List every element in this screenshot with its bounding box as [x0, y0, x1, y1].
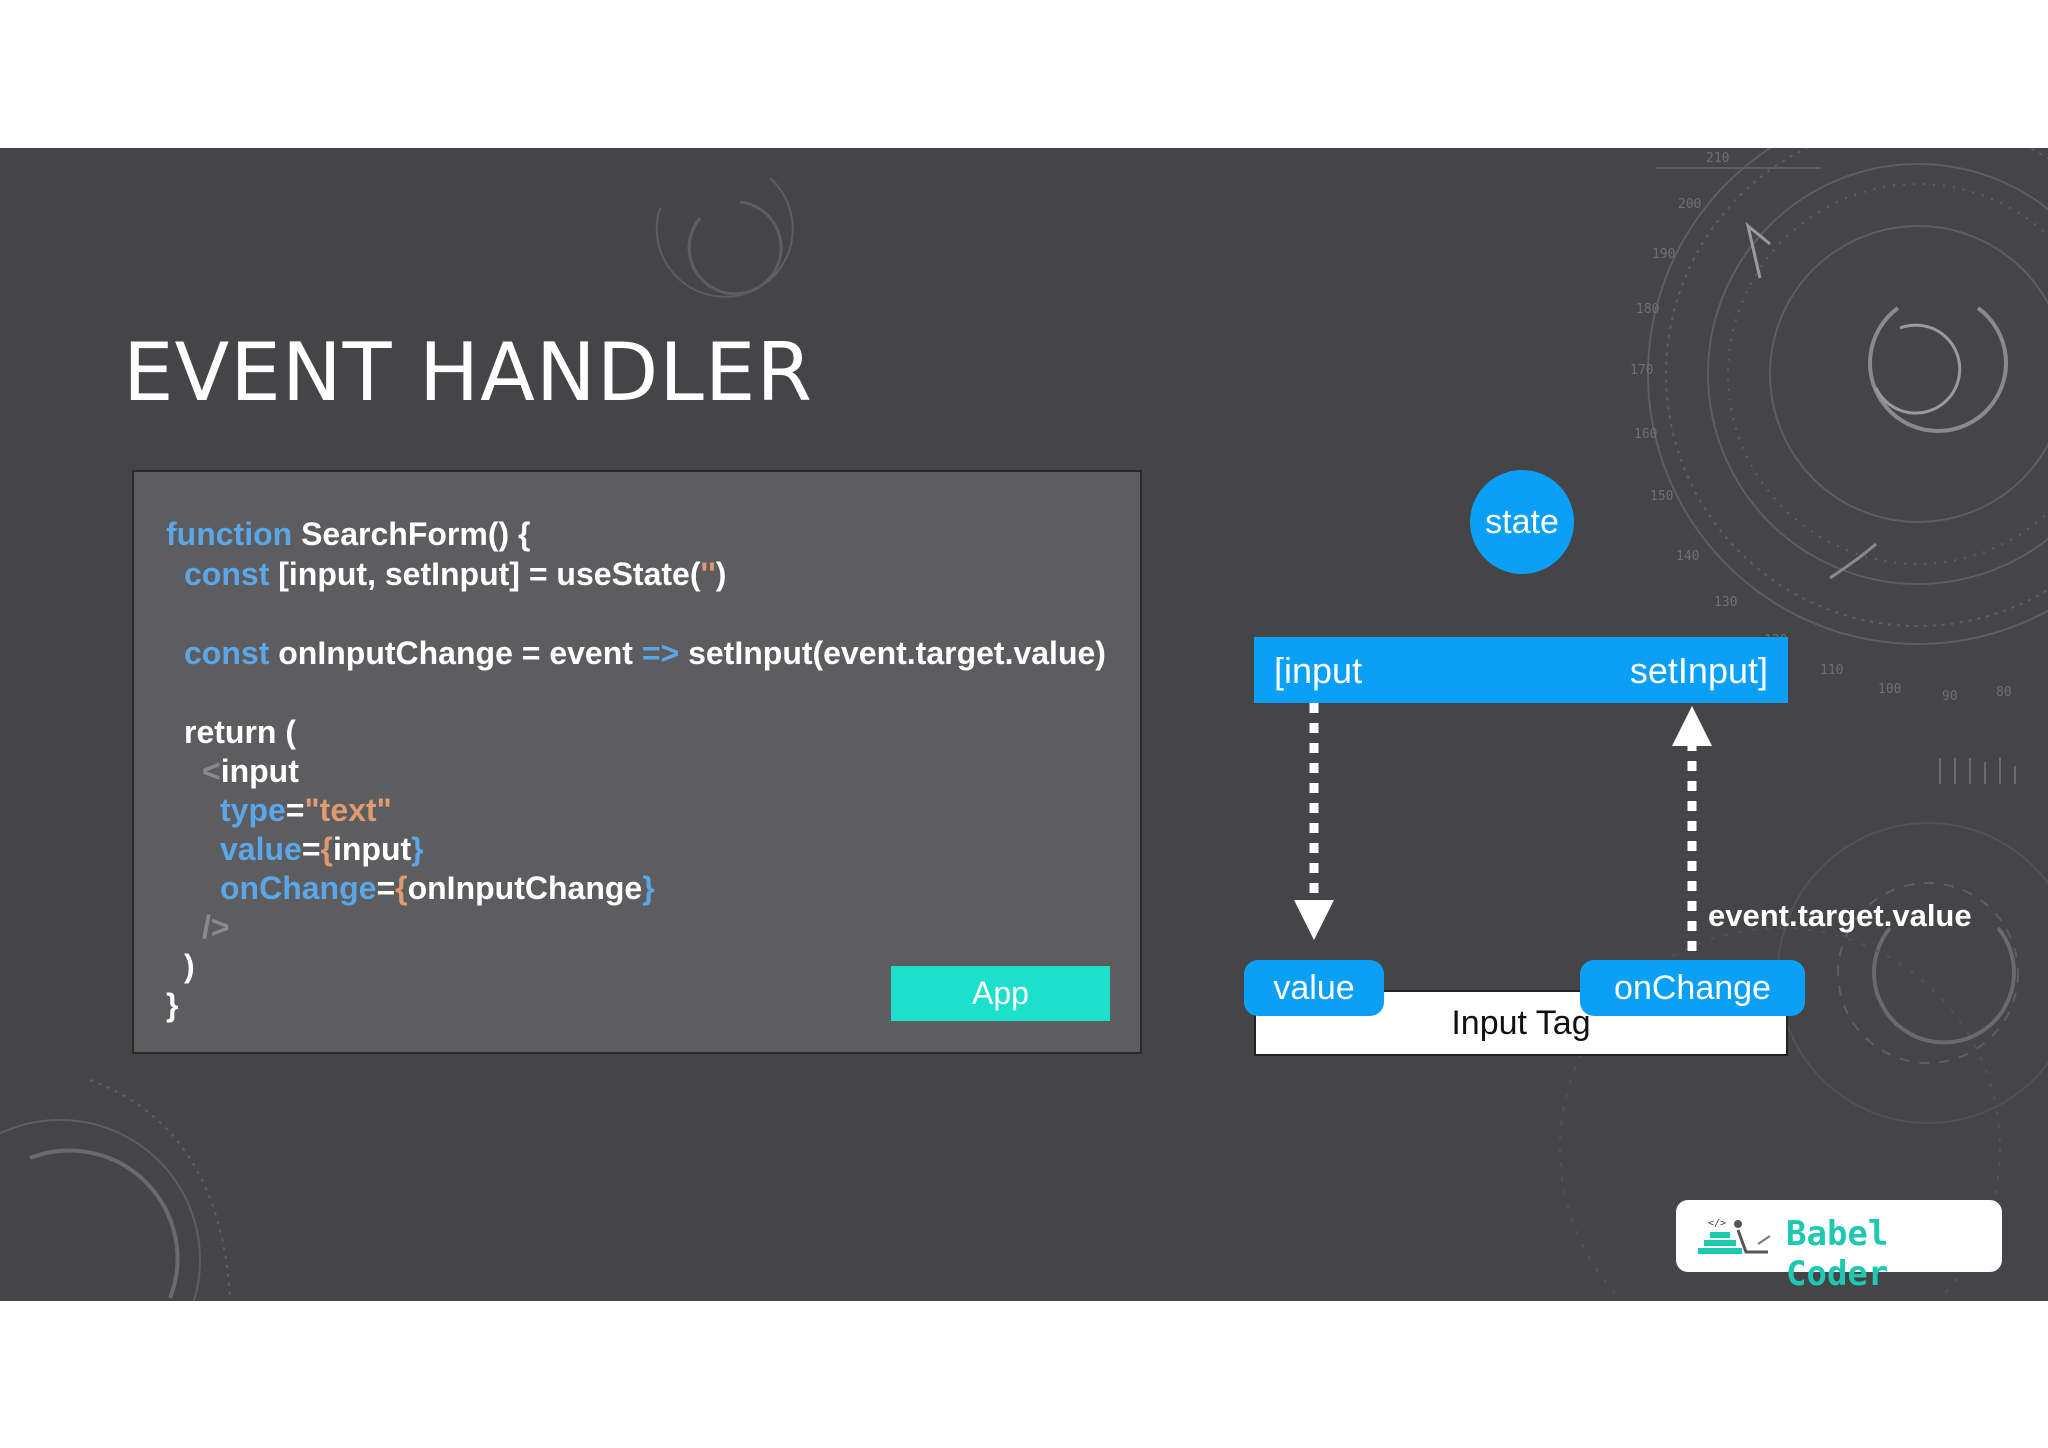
- code-attribute: type: [220, 792, 286, 828]
- input-label: [input: [1274, 650, 1363, 691]
- dial-tick-label: 130: [1714, 595, 1737, 610]
- code-text: setInput(event.target.value): [679, 635, 1106, 671]
- code-text: SearchForm() {: [292, 516, 531, 552]
- code-text: return (: [184, 714, 296, 750]
- code-brace: {: [320, 831, 333, 867]
- input-tag-label: Input Tag: [1451, 1004, 1591, 1042]
- value-prop-pill: value: [1244, 960, 1384, 1016]
- event-target-value-label: event.target.value: [1708, 898, 1972, 933]
- code-tag-bracket: <: [202, 753, 221, 789]
- code-line: />: [202, 909, 230, 945]
- dial-tick-label: 180: [1636, 302, 1659, 317]
- dial-tick-label: 150: [1650, 489, 1673, 504]
- code-keyword: function: [166, 516, 293, 552]
- dial-tick-label: 190: [1652, 247, 1675, 262]
- babel-coder-logo: </> Babel Coder: [1676, 1200, 2002, 1294]
- dial-tick-label: 110: [1820, 663, 1843, 678]
- code-text: =: [301, 831, 321, 867]
- up-arrow-head-icon: [1672, 706, 1712, 746]
- code-string: "text": [304, 792, 392, 828]
- dial-tick-label: 210: [1706, 151, 1729, 166]
- code-line: value={input}: [220, 831, 424, 868]
- dial-tick-label: 80: [1996, 685, 2012, 700]
- code-attribute: onChange: [220, 870, 377, 906]
- onchange-prop-pill: onChange: [1580, 960, 1805, 1016]
- code-keyword: const: [184, 635, 270, 671]
- babel-coder-logo-icon: </>: [1698, 1218, 1771, 1254]
- code-text: =: [285, 792, 305, 828]
- code-text: onInputChange = event: [269, 635, 642, 671]
- code-keyword: const: [184, 556, 270, 592]
- code-text: [input, setInput] = useState(: [269, 556, 701, 592]
- code-line: ): [184, 948, 195, 984]
- code-line: <input: [202, 753, 299, 790]
- code-text: onInputChange: [407, 870, 643, 906]
- down-arrow-head-icon: [1294, 900, 1334, 940]
- code-text: input: [332, 831, 412, 867]
- dial-tick-label: 90: [1942, 689, 1958, 704]
- code-line: const onInputChange = event => setInput(…: [184, 635, 1106, 672]
- code-brace: {: [395, 870, 408, 906]
- code-panel: function SearchForm() { const [input, se…: [132, 470, 1142, 1054]
- dial-tick-label: 170: [1630, 363, 1653, 378]
- code-attribute: value: [220, 831, 302, 867]
- state-tuple-bar: [input setInput]: [1254, 637, 1788, 703]
- code-string: '': [700, 556, 716, 592]
- flow-arrows: [1294, 703, 1712, 951]
- slide: 210 200 190 180 170 160 150 140 130 120 …: [0, 148, 2048, 1301]
- code-text: input: [220, 753, 299, 789]
- code-brace: }: [642, 870, 655, 906]
- code-line: onChange={onInputChange}: [220, 870, 655, 907]
- dial-tick-label: 160: [1634, 427, 1657, 442]
- state-circle: state: [1470, 470, 1574, 574]
- code-text: ): [715, 556, 727, 592]
- code-line: function SearchForm() {: [166, 516, 530, 553]
- code-line: type="text": [220, 792, 392, 829]
- logo-text: Babel Coder: [1786, 1214, 1889, 1294]
- dial-tick-label: 200: [1678, 197, 1701, 212]
- svg-text:</>: </>: [1708, 1218, 1726, 1229]
- dial-tick-label: 140: [1676, 549, 1699, 564]
- code-arrow: =>: [641, 635, 680, 671]
- app-button[interactable]: App: [891, 966, 1110, 1021]
- code-line: }: [166, 987, 179, 1023]
- slide-title: EVENT HANDLER: [123, 326, 813, 419]
- set-input-label: setInput]: [1629, 650, 1768, 691]
- dial-tick-label: 100: [1878, 682, 1901, 697]
- code-line: return (: [184, 714, 296, 751]
- code-line: const [input, setInput] = useState(''): [184, 556, 726, 593]
- code-brace: }: [411, 831, 424, 867]
- code-text: =: [376, 870, 396, 906]
